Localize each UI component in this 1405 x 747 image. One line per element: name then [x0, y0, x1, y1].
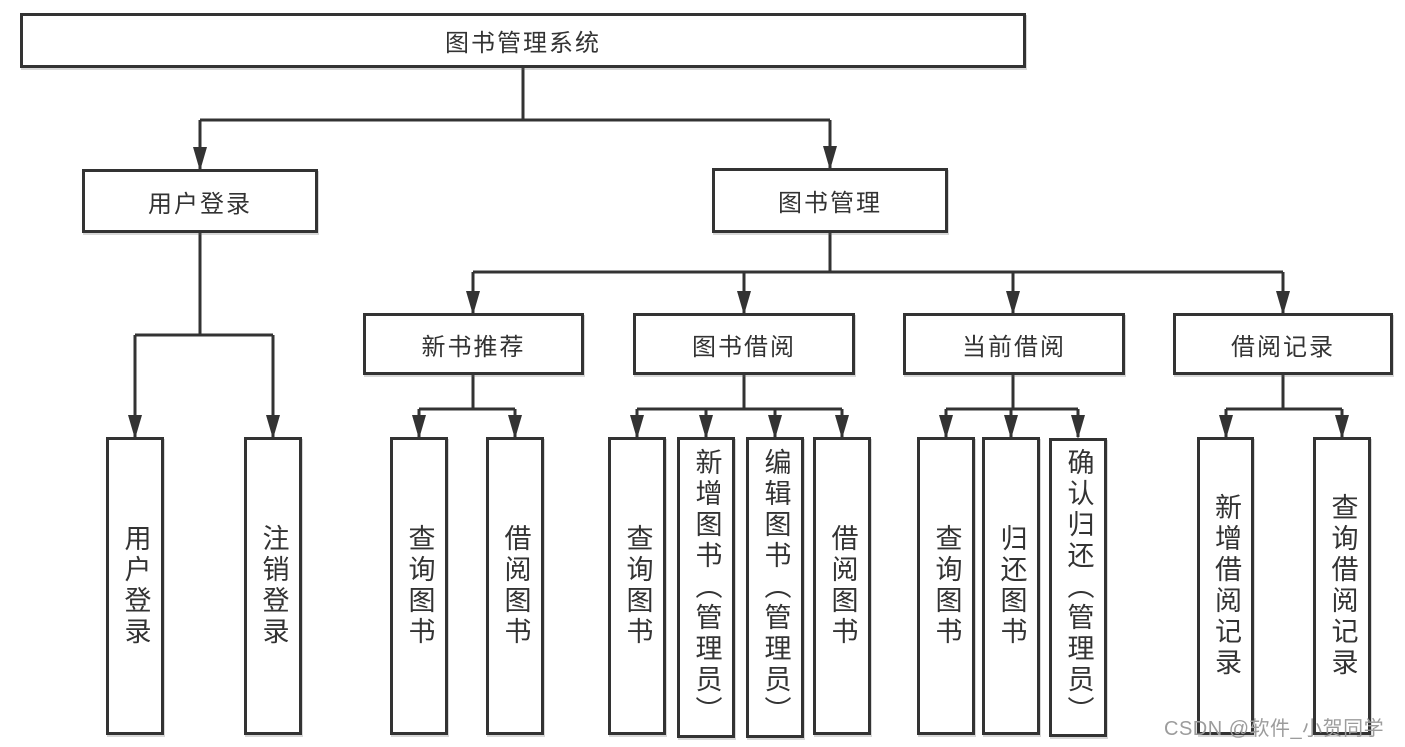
- node-library-management-system: 图书管理系统: [20, 13, 1026, 68]
- node-label: 借阅图书: [500, 524, 531, 648]
- leaf-add-books-admin: 新增图书（管理员）: [677, 437, 735, 738]
- leaf-confirm-return-admin: 确认归还（管理员）: [1049, 438, 1107, 737]
- node-label: 确认归还（管理员）: [1063, 448, 1094, 727]
- leaf-user-login: 用户登录: [106, 437, 164, 735]
- leaf-logout: 注销登录: [244, 437, 302, 735]
- leaf-return-books: 归还图书: [982, 437, 1040, 735]
- node-current-borrow: 当前借阅: [903, 313, 1125, 375]
- csdn-watermark: CSDN @软件_小贺同学: [1164, 718, 1385, 740]
- node-label: 新增图书（管理员）: [691, 448, 722, 727]
- node-new-book-recommend: 新书推荐: [363, 313, 584, 375]
- leaf-query-books-borrow: 查询图书: [608, 437, 666, 735]
- node-label: 查询图书: [404, 524, 435, 648]
- node-label: 图书管理: [778, 190, 882, 217]
- leaf-borrow-books-recommend: 借阅图书: [486, 437, 544, 735]
- node-label: 当前借阅: [962, 333, 1066, 361]
- leaf-borrow-books: 借阅图书: [813, 437, 871, 735]
- node-label: 查询图书: [931, 524, 962, 648]
- leaf-query-borrow-record: 查询借阅记录: [1313, 437, 1371, 735]
- node-label: 编辑图书（管理员）: [760, 448, 791, 727]
- node-label: 归还图书: [996, 524, 1027, 648]
- node-user-login: 用户登录: [82, 169, 318, 233]
- node-label: 新书推荐: [421, 333, 526, 361]
- node-label: 新增借阅记录: [1211, 493, 1241, 679]
- node-label: 图书借阅: [692, 333, 796, 361]
- node-label: 注销登录: [258, 524, 289, 648]
- node-book-borrow: 图书借阅: [633, 313, 855, 375]
- leaf-add-borrow-record: 新增借阅记录: [1197, 437, 1254, 735]
- leaf-query-books-recommend: 查询图书: [390, 437, 448, 735]
- node-book-management: 图书管理: [712, 168, 948, 233]
- node-label: 查询借阅记录: [1327, 493, 1358, 679]
- node-label: 图书管理系统: [445, 30, 601, 57]
- node-label: 借阅图书: [827, 524, 858, 648]
- node-label: 查询图书: [622, 524, 653, 648]
- node-label: 用户登录: [148, 190, 252, 218]
- node-label: 用户登录: [120, 524, 151, 648]
- node-borrow-records: 借阅记录: [1173, 313, 1393, 375]
- leaf-query-books-current: 查询图书: [917, 437, 975, 735]
- leaf-edit-books-admin: 编辑图书（管理员）: [746, 437, 804, 738]
- node-label: 借阅记录: [1231, 333, 1335, 361]
